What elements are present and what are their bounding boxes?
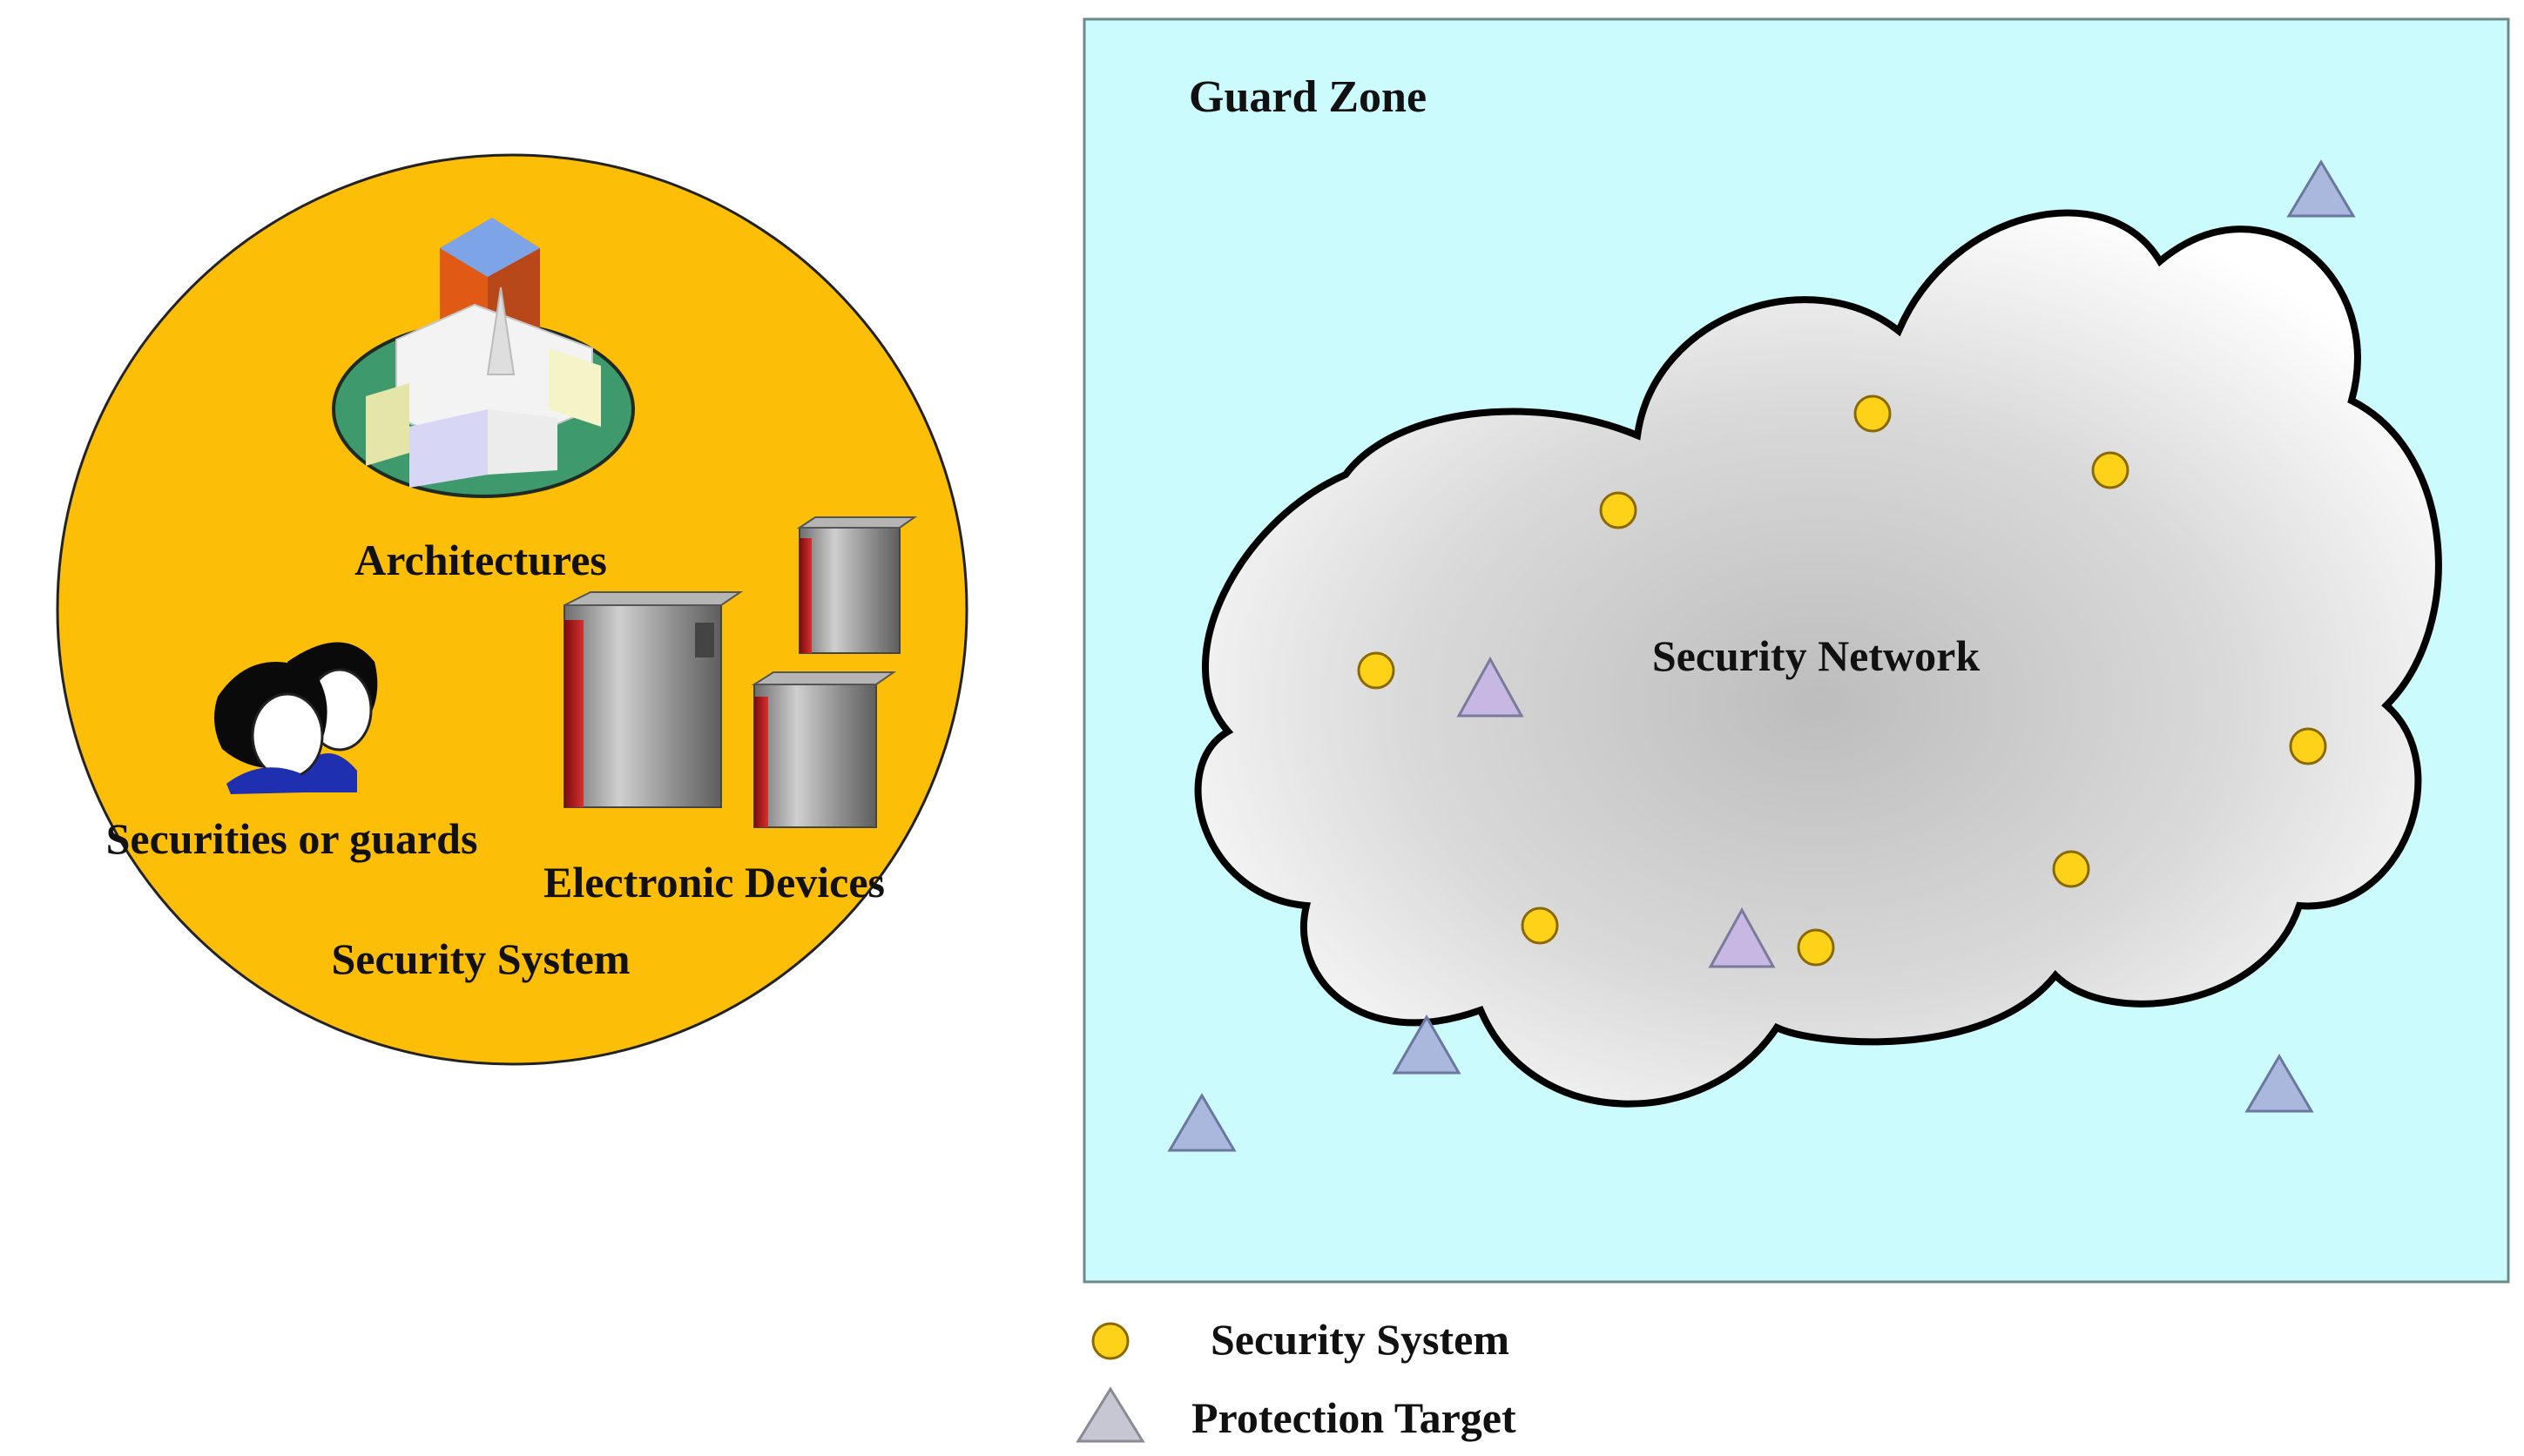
protection-target-markers	[1167, 159, 2356, 1152]
security-system-marker	[1797, 928, 1835, 967]
protection-target-marker	[2244, 1054, 2314, 1113]
security-system-marker	[2052, 850, 2090, 888]
protection-target-marker	[1167, 1093, 1237, 1152]
guard-zone-panel: Guard Zone Security Network	[1083, 17, 2510, 1284]
protection-target-marker	[2286, 159, 2356, 218]
security-system-circle	[56, 153, 968, 1066]
security-system-marker	[1599, 491, 1637, 529]
architectures-label: Architectures	[354, 536, 607, 584]
architecture-icon	[332, 218, 635, 498]
security-system-marker	[2091, 451, 2129, 489]
security-system-marker	[2289, 727, 2327, 765]
electronic-devices-icon	[564, 516, 918, 828]
legend-security-system-label: Security System	[1211, 1315, 1509, 1364]
guard-zone-title: Guard Zone	[1189, 72, 1427, 122]
protection-target-marker	[1456, 656, 1524, 718]
securities-or-guards-label: Securities or guards	[106, 814, 478, 863]
legend: Security System Protection Target	[1076, 1315, 1516, 1443]
protection-target-marker	[1392, 1014, 1461, 1075]
security-system-marker	[1357, 651, 1395, 690]
protection-target-marker	[1708, 907, 1776, 968]
guards-icon	[214, 642, 378, 794]
security-network-cloud	[1194, 209, 2442, 1108]
security-network-label: Security Network	[1652, 631, 1980, 680]
electronic-devices-label: Electronic Devices	[543, 858, 885, 907]
security-system-marker	[1853, 394, 1892, 433]
legend-security-system-icon	[1091, 1322, 1130, 1360]
security-system-markers	[1357, 394, 2327, 967]
legend-protection-target-label: Protection Target	[1191, 1393, 1516, 1442]
security-system-panel: Architectures Securities or guards Elect…	[56, 153, 968, 1066]
legend-protection-target-icon	[1076, 1386, 1145, 1443]
security-system-marker	[1521, 907, 1559, 945]
security-system-title: Security System	[332, 934, 631, 983]
